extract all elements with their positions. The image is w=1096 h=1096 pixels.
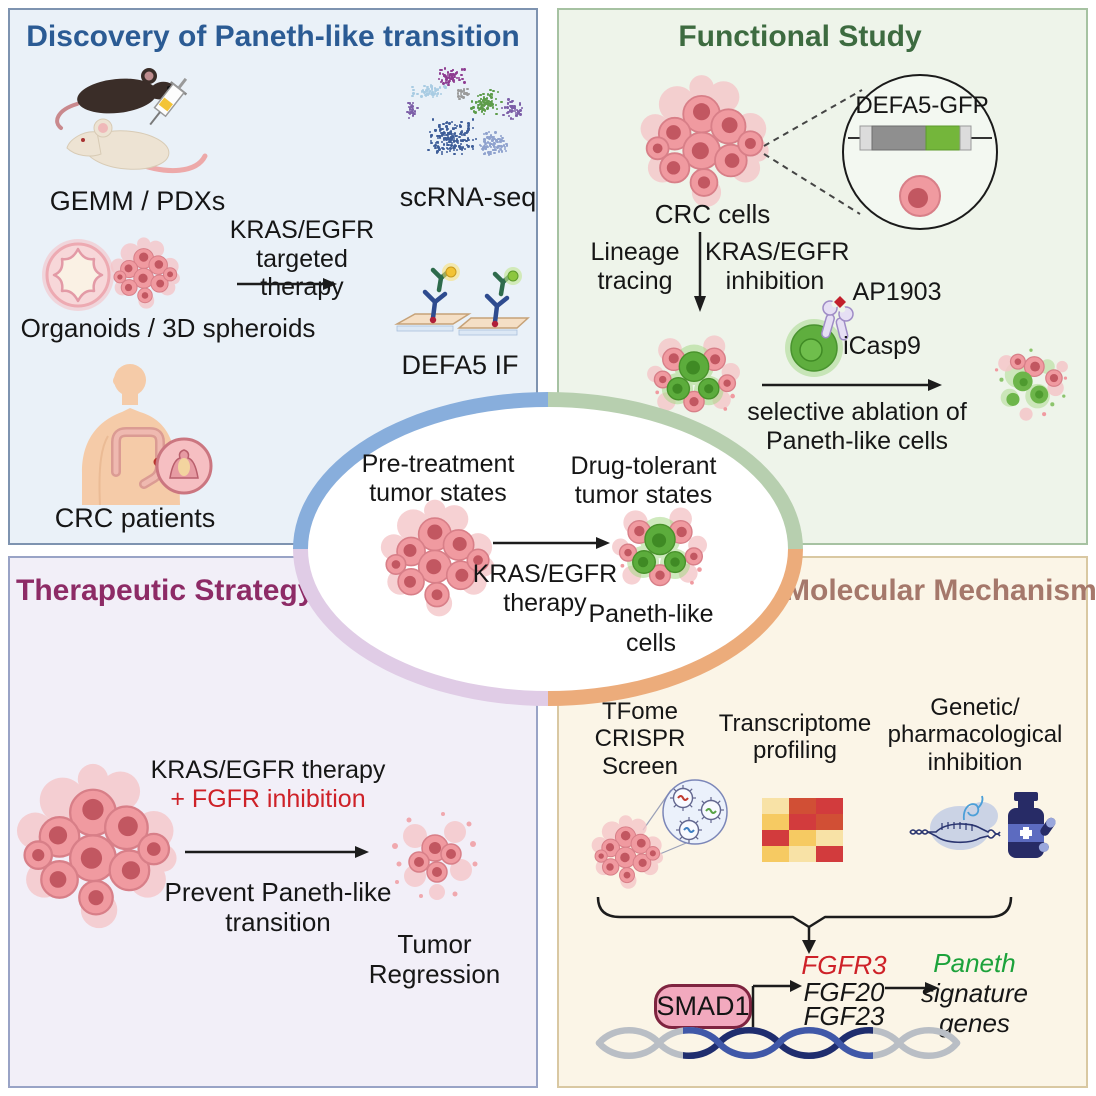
crc-patients-label: CRC patients (35, 503, 235, 534)
heatmap-cell (762, 798, 789, 814)
defa5-gfp-label: DEFA5-GFP (852, 92, 992, 119)
text-line: transition (225, 907, 331, 937)
crispr-screen-icon (585, 772, 740, 890)
text-line: Transcriptome (719, 710, 871, 737)
center-summary-ellipse: Pre-treatment tumor states KRAS/EGFR the… (293, 392, 803, 706)
heatmap-cell (762, 846, 789, 862)
ablated-cluster (990, 342, 1072, 424)
functional-title: Functional Study (540, 20, 1060, 54)
heatmap-cell (816, 846, 843, 862)
spheroid-icon (111, 237, 180, 308)
heatmap (762, 798, 843, 862)
prevent-label: Prevent Paneth-like transition (158, 878, 398, 937)
tumor-regression-label: Tumor Regression (352, 930, 517, 989)
ablation-arrow (760, 377, 945, 393)
heatmap-cell (816, 798, 843, 814)
ap1903-label: AP1903 (842, 278, 952, 307)
heatmap-cell (816, 814, 843, 830)
text-line: Drug-tolerant (571, 452, 717, 480)
kras-therapy-label: KRAS/EGFR therapy (148, 756, 388, 785)
discovery-title: Discovery of Paneth-like transition (8, 20, 538, 54)
drug-tolerant-cluster (648, 328, 740, 420)
mice-icon (45, 62, 220, 187)
antibody-if-icon (395, 266, 530, 346)
tfome-crispr-label: TFome CRISPR Screen (580, 698, 700, 780)
icasp9-label: iCasp9 (832, 332, 932, 361)
text-line: TFome (602, 698, 678, 725)
scrna-label: scRNA-seq (383, 182, 553, 213)
patient-icon (70, 360, 220, 505)
defa5-if-label: DEFA5 IF (390, 350, 530, 381)
scrna-scatter (398, 62, 533, 180)
heatmap-cell (816, 830, 843, 846)
pretreatment-label: Pre-treatment tumor states (343, 450, 533, 507)
text-line: signature (921, 978, 1028, 1008)
smad1-label: SMAD1 (656, 991, 749, 1022)
text-line: KRAS/EGFR (705, 238, 849, 266)
virus-icon (670, 785, 696, 811)
text-line: inhibition (928, 749, 1023, 776)
virus-icon (676, 817, 702, 843)
transcriptome-label: Transcriptome profiling (712, 710, 878, 765)
text-line: profiling (753, 737, 837, 764)
text-line: KRAS/EGFR (473, 560, 617, 588)
virus-icon (698, 797, 724, 823)
text-line: Genetic/ (930, 694, 1019, 721)
text-line: pharmacological (888, 721, 1063, 748)
text-line: CRISPR (595, 725, 686, 752)
therapy-arrow (235, 276, 340, 292)
text-line: Tumor (397, 929, 471, 959)
crc-cells-cluster (643, 80, 765, 202)
text-line: cells (626, 629, 676, 657)
heatmap-cell (789, 846, 816, 862)
genetic-pharma-label: Genetic/ pharmacological inhibition (880, 694, 1070, 776)
text-line: targeted therapy (256, 245, 348, 302)
center-drug-tolerant-cluster (613, 500, 707, 594)
heatmap-cell (762, 830, 789, 846)
text-line: tracing (597, 267, 672, 295)
text-line: KRAS/EGFR (230, 216, 374, 244)
heatmap-cell (789, 814, 816, 830)
text-line: Paneth (933, 948, 1015, 978)
paneth-like-cells-label: Paneth-like cells (571, 600, 731, 657)
heatmap-cell (789, 798, 816, 814)
lineage-tracing-label: Lineage tracing (575, 238, 695, 295)
heatmap-cell (762, 814, 789, 830)
organoids-label: Organoids / 3D spheroids (8, 314, 328, 344)
text-line: inhibition (726, 267, 825, 295)
gemm-label: GEMM / PDXs (45, 186, 230, 217)
heatmap-cell (789, 830, 816, 846)
text-line: Lineage (591, 238, 680, 266)
dna-helix-icon (597, 1022, 959, 1064)
text-line: Regression (369, 959, 501, 989)
text-line: Paneth-like (588, 600, 713, 628)
therapeutic-title: Therapeutic Strategy (16, 574, 314, 608)
molecular-title: Molecular Mechanism (785, 574, 1087, 608)
regressed-tumor (385, 806, 485, 906)
ablation-label: selective ablation of Paneth-like cells (744, 398, 970, 455)
cas9-icon (908, 792, 1008, 858)
regression-arrow (183, 844, 373, 860)
text-line: Pre-treatment (362, 450, 515, 478)
organoid-spheroid-icon (40, 238, 180, 313)
center-therapy-arrow (491, 535, 613, 551)
fgfr-inhibition-label: + FGFR inhibition (148, 785, 388, 814)
text-line: Paneth-like cells (766, 427, 948, 455)
medicine-bottle-icon (1004, 790, 1066, 864)
text-line: selective ablation of (747, 398, 967, 426)
text-line: Prevent Paneth-like (165, 877, 392, 907)
kras-inhibition-label: KRAS/EGFR inhibition (705, 238, 845, 295)
